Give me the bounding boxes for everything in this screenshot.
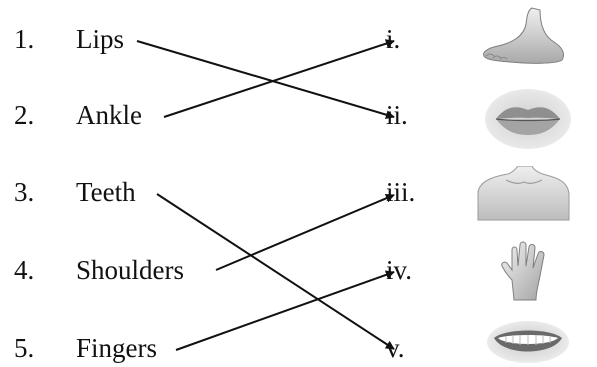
item-number-5: 5. bbox=[14, 333, 35, 363]
arrow-fingers-to-iv bbox=[175, 270, 395, 351]
foot-icon bbox=[483, 7, 565, 64]
arrow-teeth-to-v bbox=[156, 193, 395, 350]
word-lips: Lips bbox=[76, 24, 125, 54]
word-fingers: Fingers bbox=[76, 333, 157, 363]
hand-icon bbox=[501, 241, 545, 301]
shoulders-icon bbox=[477, 166, 570, 221]
item-number-2: 2. bbox=[14, 100, 35, 130]
label-iv: iv. bbox=[386, 255, 412, 285]
word-shoulders: Shoulders bbox=[76, 255, 184, 285]
word-ankle: Ankle bbox=[76, 100, 142, 130]
arrow-ankle-to-i bbox=[163, 39, 395, 118]
item-number-1: 1. bbox=[14, 24, 35, 54]
label-ii: ii. bbox=[386, 100, 408, 130]
arrow-shoulders-to-iii bbox=[215, 193, 395, 271]
lips-icon bbox=[485, 89, 571, 149]
item-number-4: 4. bbox=[14, 255, 35, 285]
arrow-lips-to-ii bbox=[136, 40, 395, 120]
item-number-3: 3. bbox=[14, 177, 35, 207]
word-teeth: Teeth bbox=[76, 177, 136, 207]
teeth-icon bbox=[487, 321, 569, 363]
